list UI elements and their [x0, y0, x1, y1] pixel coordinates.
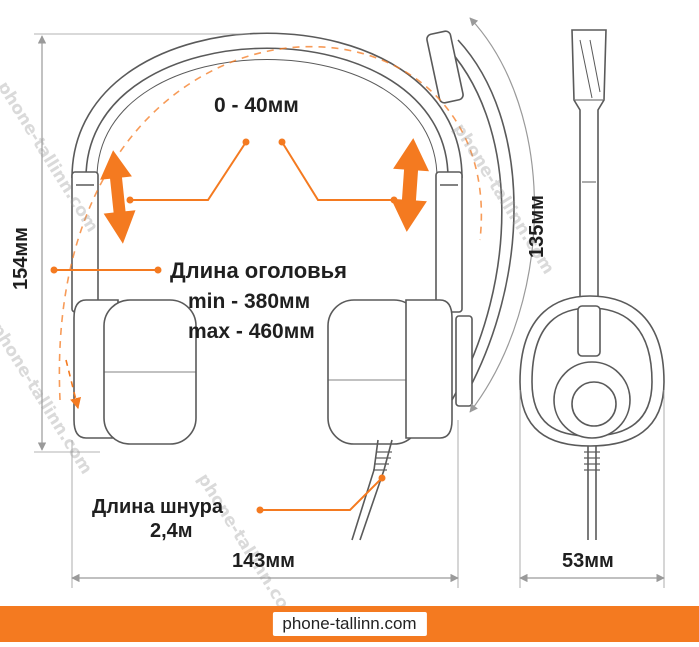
mic-capsule-front [426, 30, 464, 104]
dim-mic-line [469, 17, 536, 413]
leader-adjust-left [130, 141, 247, 201]
leader-cord [260, 477, 383, 511]
label-width-front: 143мм [232, 550, 295, 572]
front-headset [71, 30, 515, 541]
right-slider [435, 171, 463, 313]
cable-side [587, 446, 597, 540]
headband-outer [71, 32, 463, 179]
adjust-arrow-right [390, 138, 430, 232]
side-earcup-center [571, 381, 617, 427]
mic-boom-side [571, 29, 607, 307]
label-adjust-range: 0 - 40мм [214, 94, 299, 117]
label-width-side: 53мм [562, 550, 614, 572]
leader-adjust-right [281, 141, 394, 201]
label-headband-title: Длина оголовья [170, 258, 348, 283]
headband-inner [85, 47, 449, 179]
right-earcup-housing [405, 299, 453, 439]
label-height: 154мм [10, 227, 32, 290]
headband-length-dashed [58, 46, 483, 401]
footer-bar: phone-tallinn.com [0, 606, 699, 642]
footer-site-link[interactable]: phone-tallinn.com [272, 612, 427, 636]
adjust-arrow-left [100, 150, 136, 244]
label-cord-value: 2,4м [150, 520, 193, 542]
side-headset [519, 29, 665, 540]
label-headband-max: max - 460мм [188, 320, 315, 343]
label-cord-title: Длина шнура [92, 496, 223, 518]
label-headband-min: min - 380мм [188, 290, 311, 313]
label-mic-length: 135мм [526, 195, 548, 258]
